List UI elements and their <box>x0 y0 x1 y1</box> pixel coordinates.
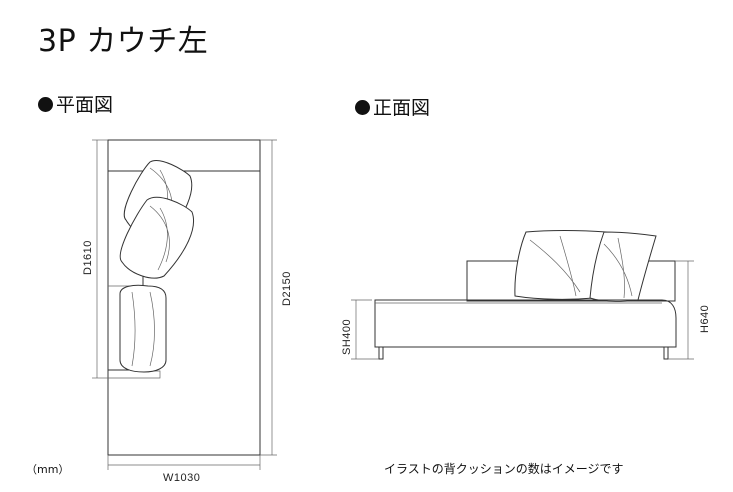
front-leg-left <box>378 346 384 360</box>
unit-label: （mm） <box>26 463 70 476</box>
illustration-note: イラストの背クッションの数はイメージです <box>384 462 624 476</box>
page-title: 3P カウチ左 <box>38 24 209 59</box>
dim-depth-total: D2150 <box>281 271 293 306</box>
front-leg-right <box>663 346 669 360</box>
front-seat-body <box>374 299 677 348</box>
plan-dimensions <box>92 139 277 470</box>
front-dimensions <box>351 260 694 360</box>
plan-cushion-3 <box>119 284 167 373</box>
section-front-label: 正面図 <box>373 97 431 119</box>
section-plan-view: 平面図 <box>38 92 113 118</box>
dim-width: W1030 <box>163 472 200 484</box>
dim-height: H640 <box>699 305 711 333</box>
plan-backrest <box>107 140 260 172</box>
bullet-icon <box>38 97 53 112</box>
front-view: SH400 H640 <box>341 230 711 360</box>
section-plan-label: 平面図 <box>56 94 114 116</box>
front-back-cushion-2 <box>589 231 657 302</box>
section-front-view: 正面図 <box>355 95 430 121</box>
dim-depth-plan: D1610 <box>82 240 94 275</box>
bullet-icon <box>355 100 370 115</box>
plan-body-outline <box>107 139 261 456</box>
plan-cushion-2 <box>119 196 194 279</box>
dim-seat-height: SH400 <box>341 319 353 355</box>
plan-seat-edge <box>108 370 161 379</box>
plan-view: D1610 D2150 W1030 <box>82 139 293 484</box>
